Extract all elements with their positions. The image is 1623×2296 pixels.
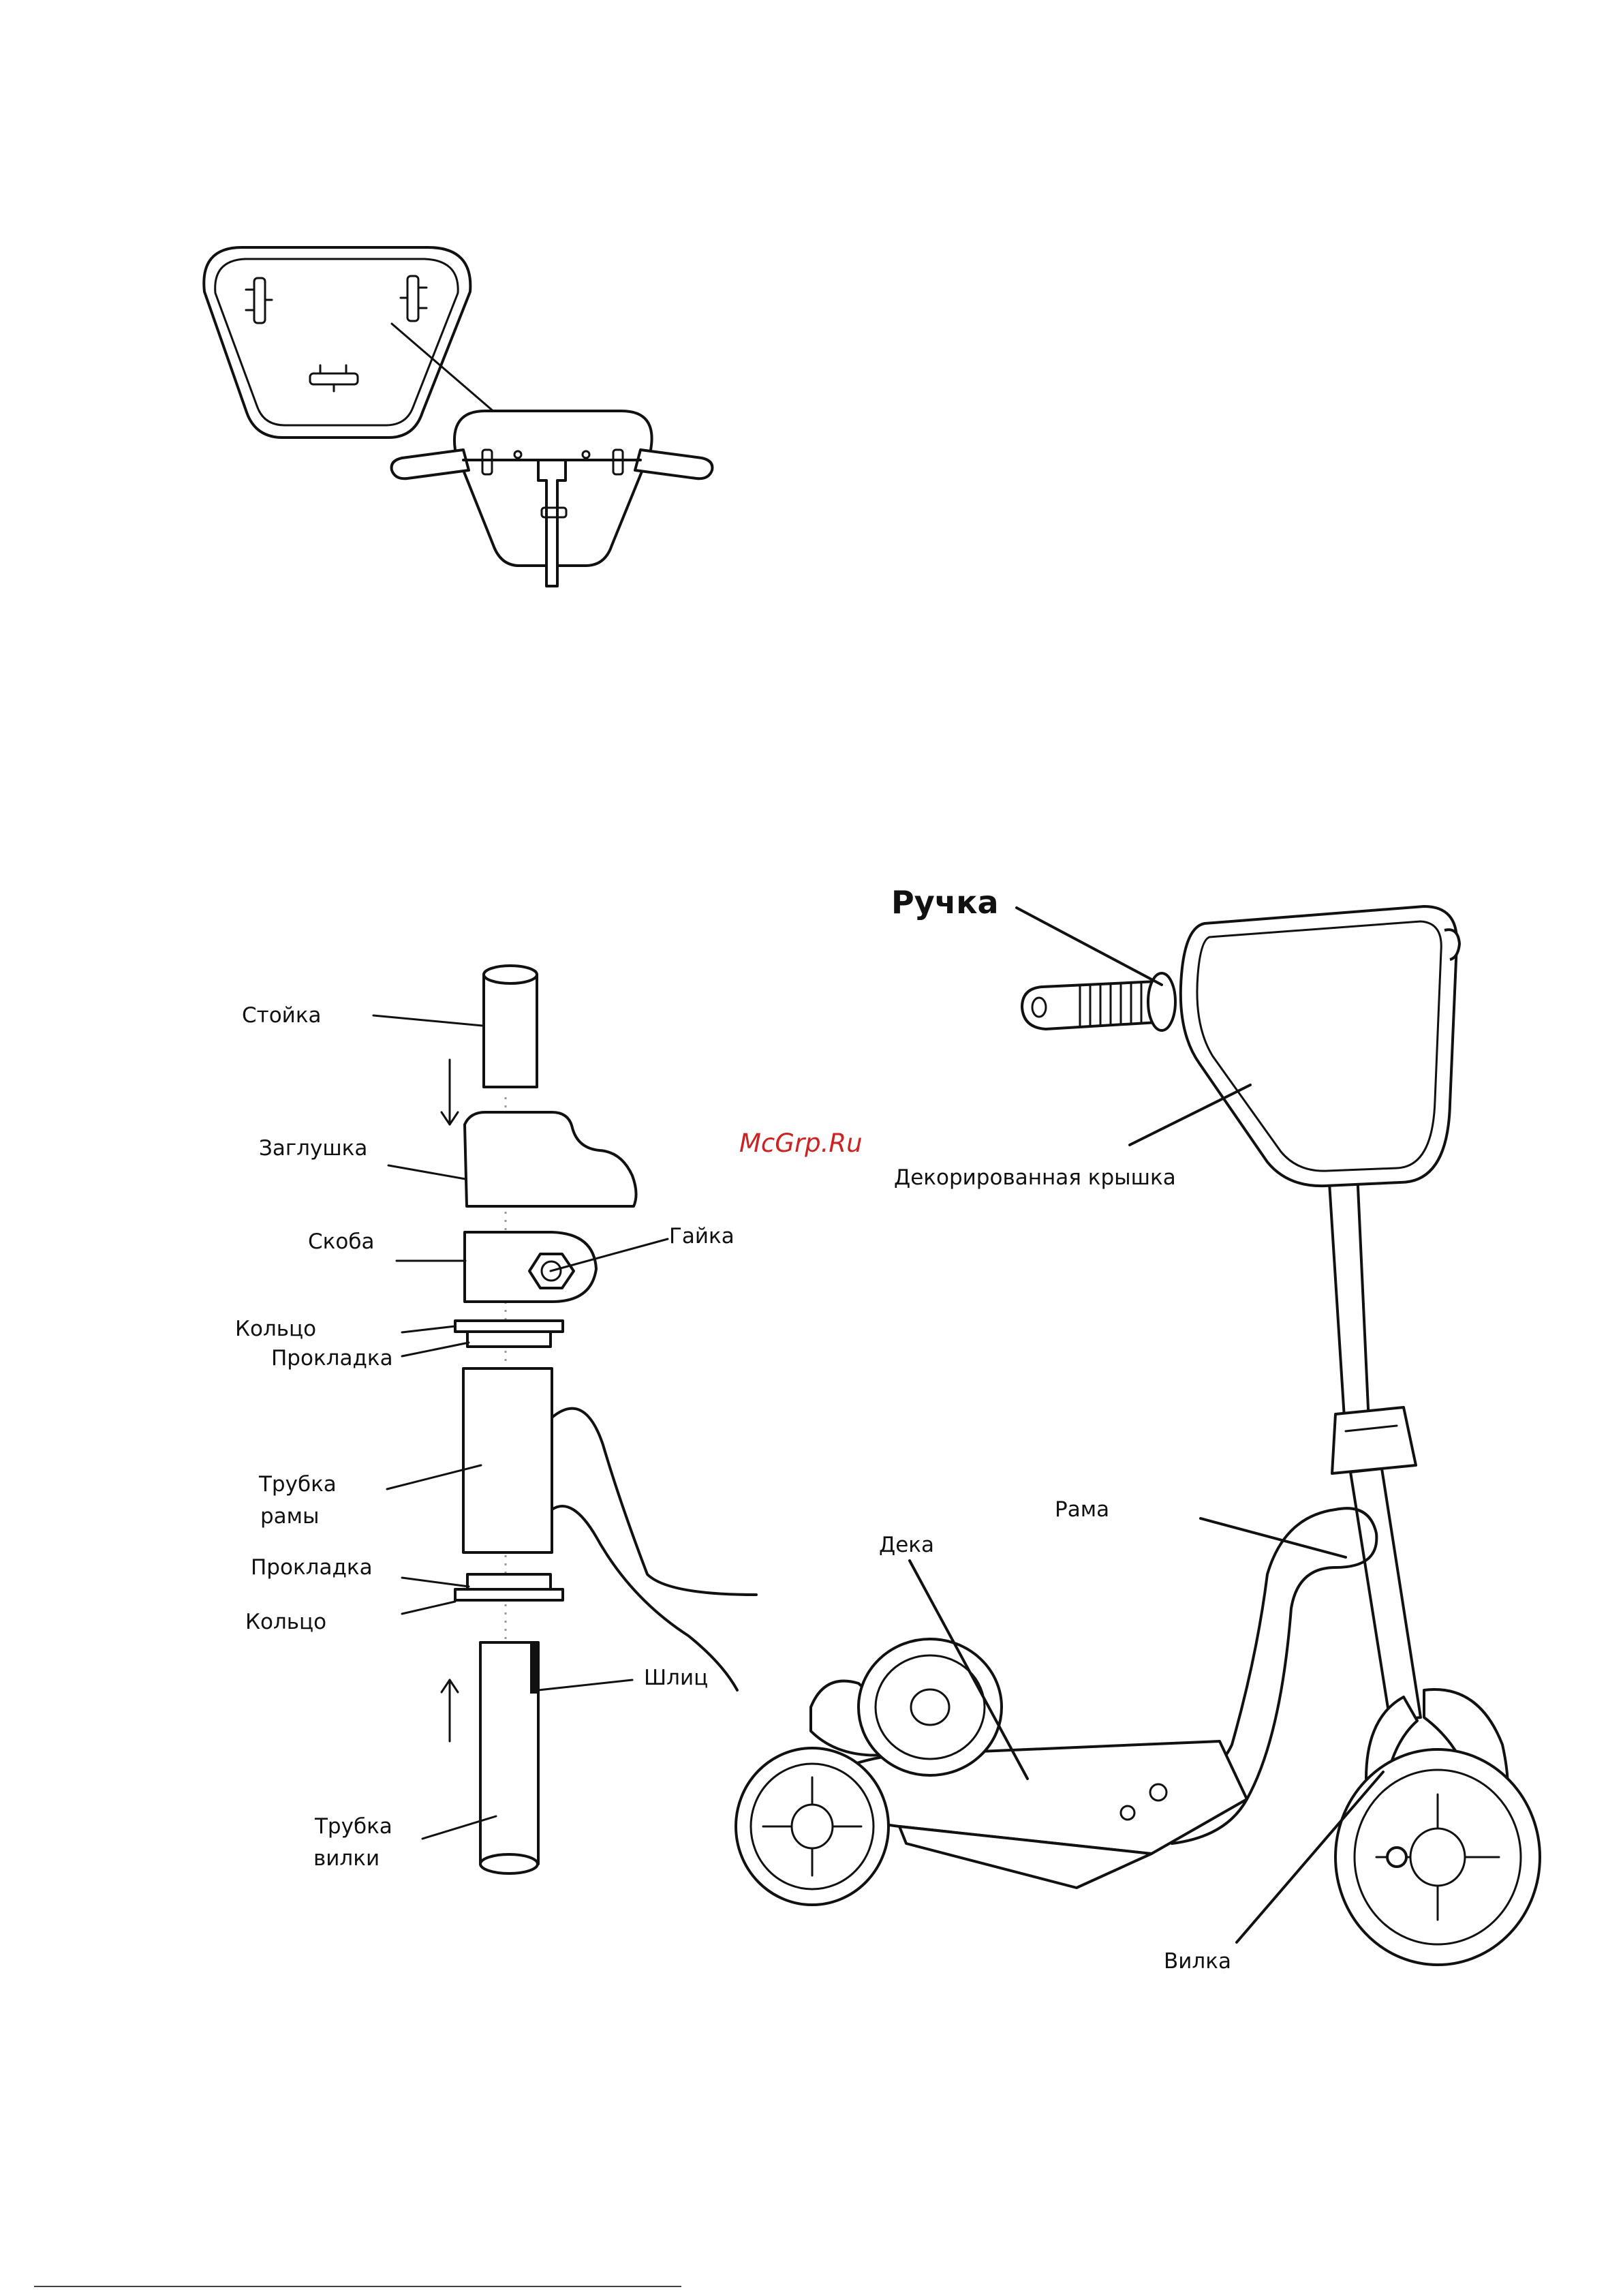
slot-mark	[530, 1642, 537, 1694]
label-koltso-bottom: Кольцо	[245, 1610, 326, 1634]
arrow-down-icon	[442, 1060, 458, 1124]
label-deka: Дека	[879, 1533, 934, 1557]
decorative-cover-plate	[204, 247, 470, 438]
label-zaglushka: Заглушка	[259, 1136, 367, 1161]
label-rama: Рама	[1055, 1497, 1109, 1522]
watermark: McGrp.Ru	[739, 1129, 863, 1158]
fork-tube-part	[480, 1642, 538, 1873]
post-part	[484, 966, 537, 1087]
label-prokladka-top: Прокладка	[271, 1346, 393, 1371]
cover-attachment-diagram	[204, 247, 712, 586]
label-trubka-vilki-2: вилки	[313, 1846, 380, 1871]
scooter-illustration: Ручка Декорированная крышка Рама Дека Ви…	[736, 884, 1540, 1974]
label-trubka-vilki-1: Трубка	[314, 1814, 392, 1839]
front-wheel	[1335, 1749, 1540, 1965]
ring-bottom-part	[455, 1589, 563, 1600]
label-skoba: Скоба	[308, 1229, 374, 1254]
gasket-bottom-part	[467, 1574, 551, 1589]
label-prokladka-bottom: Прокладка	[251, 1555, 373, 1580]
plug-cap-part	[465, 1112, 636, 1206]
grip-left	[392, 450, 469, 478]
ring-top-part	[455, 1321, 563, 1332]
label-trubka-ramy-2: рамы	[260, 1504, 320, 1529]
label-koltso-top: Кольцо	[235, 1317, 316, 1341]
handle-grip	[1022, 973, 1175, 1030]
decorative-cover	[1181, 906, 1457, 1186]
arrow-up-icon	[442, 1680, 458, 1741]
label-vilka: Вилка	[1164, 1949, 1231, 1974]
label-ruchka: Ручка	[891, 884, 999, 921]
label-stoika: Стойка	[242, 1003, 322, 1028]
steering-column	[1329, 1172, 1370, 1439]
rear-wheel-front	[736, 1748, 888, 1905]
grip-right	[635, 450, 712, 478]
rear-wheel-back	[859, 1639, 1002, 1775]
label-kryshka: Декорированная крышка	[894, 1165, 1176, 1190]
label-gaika: Гайка	[669, 1224, 735, 1249]
column-collar	[1332, 1407, 1416, 1473]
exploded-assembly: Стойка Заглушка Скоба Гайка Кольцо Прокл…	[235, 966, 756, 1873]
frame-tube-part	[463, 1368, 552, 1552]
gasket-top-part	[467, 1332, 551, 1347]
label-trubka-ramy-1: Трубка	[258, 1472, 337, 1497]
label-shlits: Шлиц	[644, 1666, 708, 1690]
